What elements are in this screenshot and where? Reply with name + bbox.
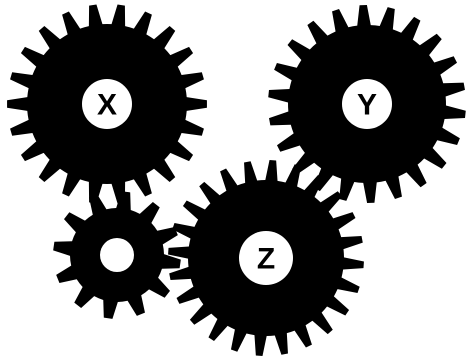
gear-z: Z [168,160,364,356]
gear-x: X [7,5,207,204]
gear-y-label: Y [357,89,377,122]
gear-small-hub [100,238,134,272]
gear-x-label: X [97,89,117,122]
gear-small [53,191,181,319]
gear-z-label: Z [257,243,275,276]
